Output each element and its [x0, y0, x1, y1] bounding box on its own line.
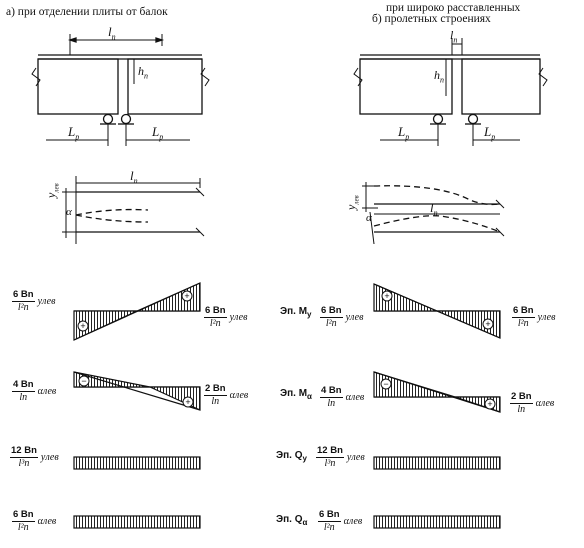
dim-ln-b: ln [450, 28, 458, 45]
sign-text: + [384, 291, 389, 301]
title-b-line1: при широко расставленных [386, 2, 521, 14]
dim-ylev-a: yлев [44, 183, 61, 198]
plus-sign-circle [482, 318, 494, 330]
plus-sign-circle [182, 396, 194, 408]
epure-my-a [73, 282, 201, 341]
dim-hn-a: hn [138, 64, 148, 81]
epure-ma-b [373, 371, 501, 413]
dim-lp-a-left: Lp [68, 124, 80, 142]
plus-sign-circle [381, 290, 393, 302]
dim-hn-b: hn [434, 68, 444, 85]
dim-lp-b-left: Lp [398, 124, 410, 142]
alpha-a: α [66, 206, 72, 218]
alpha-b: α [366, 212, 372, 224]
label-ep-qa: Эп. Qα [276, 514, 308, 527]
epure-ma-a [73, 371, 201, 411]
title-b-line2: б) пролетных строениях [372, 13, 491, 25]
title-a: а) при отделении плиты от балок [6, 6, 168, 18]
sign-text: − [383, 379, 388, 389]
structure-b [353, 38, 548, 146]
label-ep-qy: Эп. Qy [276, 450, 307, 463]
dim-ln-def-b: ln [430, 200, 438, 218]
sign-text: + [485, 319, 490, 329]
epure-qy-b [373, 456, 501, 470]
plus-sign-circle [77, 320, 89, 332]
label-ep-my: Эп. My [280, 306, 312, 319]
minus-sign-circle [78, 375, 90, 387]
sign-text: + [184, 291, 189, 301]
epure-qa-a [73, 515, 201, 529]
sign-text: − [81, 376, 86, 386]
sign-text: + [80, 321, 85, 331]
dim-ylev-b: yлев [344, 195, 361, 210]
sign-text: + [185, 397, 190, 407]
epure-qy-a [73, 456, 201, 470]
deformation-a [62, 176, 205, 244]
epure-qa-b [373, 515, 501, 529]
minus-sign-circle [380, 378, 392, 390]
epure-my-b [373, 283, 501, 339]
dim-lp-a-right: Lp [152, 124, 164, 142]
sign-text: + [487, 399, 492, 409]
plus-sign-circle [181, 290, 193, 302]
dim-lp-b-right: Lp [484, 124, 496, 142]
deformation-b [362, 182, 505, 245]
label-ep-ma: Эп. Mα [280, 388, 312, 401]
structure-a [31, 34, 210, 146]
plus-sign-circle [484, 398, 496, 410]
dim-ln-def-a: ln [130, 168, 138, 186]
dim-ln-a: ln [108, 24, 116, 42]
